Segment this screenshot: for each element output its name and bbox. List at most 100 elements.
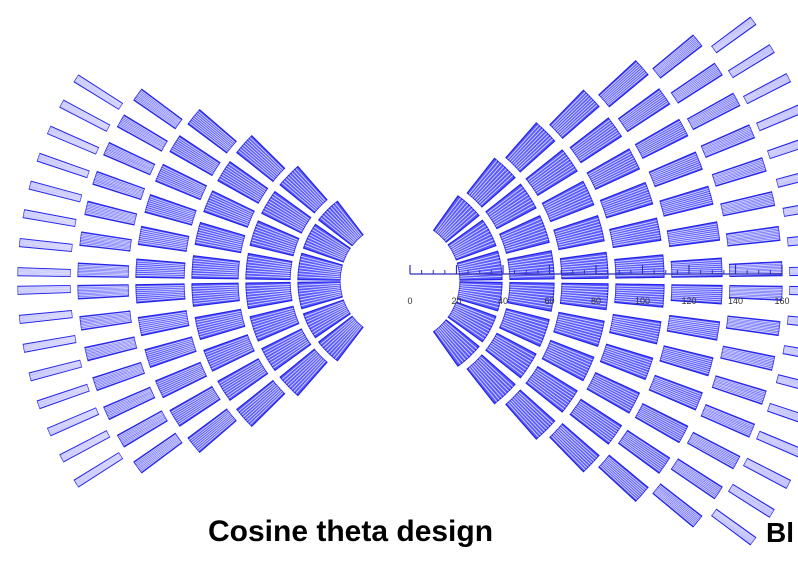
- coil-block-left-r5-l1: [18, 310, 73, 325]
- coil-block-right-r6-u8: [711, 16, 757, 54]
- cosine-theta-caption: Cosine theta design: [208, 515, 494, 548]
- coil-block-right-r4-u2: [659, 185, 714, 217]
- coil-block-left-r5-u3: [28, 180, 83, 203]
- coil-block-left-r2-l4: [236, 379, 286, 428]
- coil-block-right-r3-u3: [586, 148, 641, 190]
- coil-block-left-r1-l1: [249, 305, 300, 342]
- coil-block-right-r2-u4: [505, 122, 556, 173]
- coil-block-left-r2-u3: [217, 160, 269, 204]
- coil-block-right-r4-u4: [634, 118, 689, 160]
- coil-block-left-r4-u0: [77, 262, 130, 278]
- coil-block-left-r3-l1: [137, 310, 190, 337]
- coil-block-left-r3-u1: [137, 225, 190, 252]
- coil-block-right-r6-u0: [789, 266, 798, 277]
- coil-block-right-r2-l1: [553, 311, 605, 347]
- coil-block-left-r1-u2: [261, 190, 312, 234]
- coil-block-right-r5-l6: [670, 458, 723, 500]
- coil-block-right-r6-u3: [775, 173, 798, 188]
- coil-block-right-r4-l1: [666, 314, 721, 341]
- coil-block-left-r2-l1: [194, 308, 246, 341]
- coil-block-left-r4-u1: [79, 231, 132, 252]
- coil-block-right-r4-l2: [659, 345, 714, 377]
- coil-block-right-r4-u1: [666, 221, 721, 248]
- coil-block-right-r1-u2: [485, 183, 537, 230]
- coil-block-left-r5-l2: [22, 335, 77, 353]
- coil-block-right-r0-l0: [456, 281, 503, 312]
- coil-block-left-r5-u5: [46, 125, 100, 155]
- coil-block-right-r5-u4: [700, 124, 756, 158]
- coil-block-left-r0-l1: [302, 299, 351, 339]
- coil-block-left-r5-u7: [73, 74, 124, 110]
- coil-block-right-r1-u0: [507, 250, 555, 281]
- coil-block-left-r3-u3: [155, 163, 208, 201]
- coil-block-left-r5-l4: [36, 383, 90, 410]
- coil-block-right-r6-l0: [789, 285, 798, 296]
- coil-block-right-r6-l5: [755, 430, 798, 458]
- coil-block-right-r6-l8: [711, 508, 757, 546]
- coil-block-left-r5-u1: [18, 237, 73, 252]
- coil-block-right-r6-l7: [727, 483, 775, 518]
- scale-label: 80: [591, 296, 601, 306]
- coil-block-right-r5-u6: [670, 62, 723, 104]
- coil-block-right-r5-l4: [700, 404, 756, 438]
- coil-block-left-r1-u0: [245, 252, 293, 281]
- coil-block-left-r0-u2: [317, 200, 364, 247]
- coil-block-left-r3-l5: [187, 408, 237, 454]
- coil-block-left-r2-u1: [194, 221, 246, 254]
- scale-label: 120: [681, 296, 696, 306]
- coil-block-right-r3-u2: [599, 181, 654, 219]
- coil-block-right-r3-l4: [569, 398, 623, 445]
- coil-block-left-r4-u3: [92, 170, 146, 201]
- coil-block-right-r5-u7: [652, 34, 703, 79]
- coil-block-right-r5-u2: [720, 191, 776, 217]
- coil-block-right-r3-u0: [614, 254, 665, 279]
- coil-block-left-r1-u3: [279, 165, 328, 214]
- coil-block-left-r0-l0: [297, 281, 343, 310]
- coil-block-right-r6-l4: [767, 402, 798, 423]
- cosine-theta-coil-cross-section: [17, 74, 364, 488]
- coil-block-right-r2-u1: [553, 215, 605, 251]
- scale-label: 20: [451, 296, 461, 306]
- scale-label: 140: [728, 296, 743, 306]
- coil-block-right-r4-l3: [648, 374, 703, 411]
- coil-block-right-r2-l0: [559, 282, 609, 311]
- coil-block-right-r4-l5: [617, 429, 671, 474]
- coil-block-left-r2-l0: [191, 282, 240, 307]
- coil-block-right-r3-u1: [609, 217, 662, 249]
- scale-label: 160: [774, 296, 789, 306]
- coil-block-right-r4-u6: [598, 60, 649, 108]
- coil-block-left-r2-u0: [191, 255, 240, 280]
- coil-block-left-r5-l3: [28, 359, 83, 382]
- coil-block-right-r5-l1: [725, 315, 781, 337]
- coil-block-left-r5-l0: [17, 284, 71, 295]
- coil-block-right-r2-u2: [541, 180, 595, 223]
- coil-block-right-r1-u1: [499, 214, 550, 254]
- coil-block-right-r0-l2: [432, 319, 480, 367]
- coil-block-left-r0-l2: [317, 315, 364, 362]
- scale-label: 60: [544, 296, 554, 306]
- coil-block-right-r0-u2: [432, 195, 480, 243]
- coil-block-left-r5-u4: [36, 152, 90, 179]
- coil-block-left-r0-u0: [297, 252, 343, 281]
- coil-block-left-r4-l0: [77, 284, 130, 300]
- coil-block-left-r3-u5: [187, 108, 237, 154]
- coil-block-right-r0-l1: [447, 301, 497, 343]
- coil-block-left-r5-u2: [22, 209, 77, 227]
- coil-block-right-r6-l6: [743, 457, 792, 490]
- coil-block-left-r3-l4: [169, 385, 221, 427]
- coil-block-right-r4-l6: [598, 454, 649, 502]
- coil-block-left-r1-u1: [249, 220, 300, 257]
- coil-block-left-r3-u2: [144, 194, 197, 226]
- coil-block-right-r2-l4: [505, 389, 556, 440]
- coil-block-right-r4-l4: [634, 402, 689, 444]
- scale-label: 100: [635, 296, 650, 306]
- coil-block-right-r3-l2: [599, 343, 654, 381]
- coil-block-left-r3-u4: [169, 135, 221, 177]
- coil-block-left-r1-l0: [245, 281, 293, 310]
- coil-block-left-r4-l4: [103, 386, 156, 421]
- coil-block-left-r2-l2: [203, 334, 255, 372]
- coil-block-right-r4-l0: [670, 284, 723, 305]
- coil-block-left-r4-u5: [116, 114, 168, 152]
- coil-block-right-r3-l3: [586, 372, 641, 414]
- coil-block-right-r3-l1: [609, 313, 662, 345]
